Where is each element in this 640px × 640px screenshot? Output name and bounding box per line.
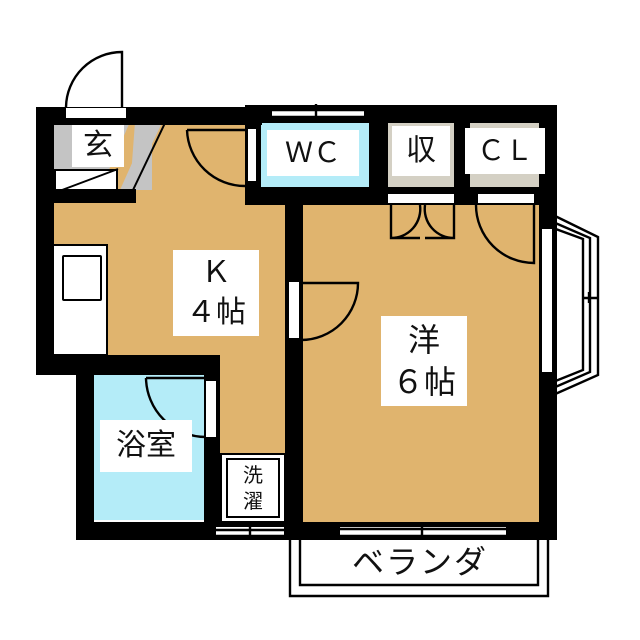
closet-door-gap: [478, 194, 534, 203]
bathroom-label: 浴室: [100, 420, 192, 472]
kitchen-wc-door-gap: [247, 128, 257, 182]
balcony-label: ベランダ: [351, 543, 488, 581]
bay-window-gap: [541, 228, 553, 373]
wall-left: [36, 107, 54, 369]
entrance-door-opening: [66, 108, 126, 118]
storage-label: 収: [392, 126, 450, 176]
bath-door-gap: [206, 381, 216, 437]
western-room-label: 洋 ６帖: [381, 316, 467, 406]
laundry-box: [226, 458, 280, 518]
storage-door-gap: [388, 194, 454, 203]
laundry-label: 洗 濯: [228, 462, 278, 516]
western-room-label-line1: 洋: [407, 321, 440, 359]
room-door-gap: [289, 282, 299, 338]
kitchen-label: Ｋ ４帖: [173, 250, 259, 336]
wc-window: [272, 110, 364, 118]
laundry-area: [220, 453, 286, 523]
kitchen-label-line1: Ｋ: [201, 255, 231, 290]
wall-bath-left: [76, 355, 94, 540]
kitchen-lower-floor: [218, 355, 290, 455]
laundry-label-line1: 洗: [243, 463, 263, 487]
wall-entrance-bottom: [36, 189, 136, 203]
wc-label: ＷＣ: [267, 130, 359, 176]
kitchen-label-line2: ４帖: [186, 295, 246, 330]
western-room-label-line2: ６帖: [391, 363, 456, 401]
kitchen-sink: [62, 255, 102, 301]
wall-wc-right: [369, 105, 388, 205]
wall-center: [285, 189, 303, 527]
laundry-label-line2: 濯: [243, 489, 263, 513]
closet-label: ＣＬ: [465, 128, 545, 174]
entrance-label: 玄: [72, 125, 124, 167]
